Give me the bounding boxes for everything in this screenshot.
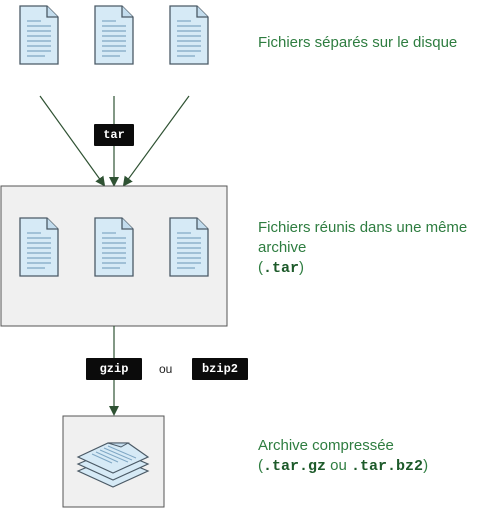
combined-archive-line2: archive <box>258 239 307 256</box>
compressed-archive-label: Archive compressée (.tar.gz ou .tar.bz2) <box>258 436 428 477</box>
or-label: ou <box>159 362 173 376</box>
separate-files-label: Fichiers séparés sur le disque <box>258 34 458 51</box>
combined-archive-extension-line: (.tar) <box>258 259 305 277</box>
document-icon <box>19 5 59 65</box>
document-icon <box>94 5 134 65</box>
gzip-command-badge: gzip <box>86 358 142 380</box>
compressed-archive-extension-line: (.tar.gz ou .tar.bz2) <box>258 457 429 475</box>
document-icon <box>169 217 209 277</box>
document-icon <box>94 217 134 277</box>
tar-command-badge: tar <box>94 124 134 146</box>
stacked-documents-icon <box>76 442 150 488</box>
tar-extension: .tar <box>263 260 300 277</box>
tar-gz-extension: .tar.gz <box>263 458 327 475</box>
combined-archive-label: Fichiers réunis dans une même archive (.… <box>258 218 467 279</box>
compressed-archive-line1: Archive compressée <box>258 437 394 454</box>
document-icon <box>169 5 209 65</box>
arrow-icon <box>122 95 190 187</box>
arrow-icon <box>39 95 106 187</box>
document-icon <box>19 217 59 277</box>
combined-archive-line1: Fichiers réunis dans une même <box>258 219 468 236</box>
tar-bz2-extension: .tar.bz2 <box>351 458 424 475</box>
bzip2-command-badge: bzip2 <box>192 358 248 380</box>
